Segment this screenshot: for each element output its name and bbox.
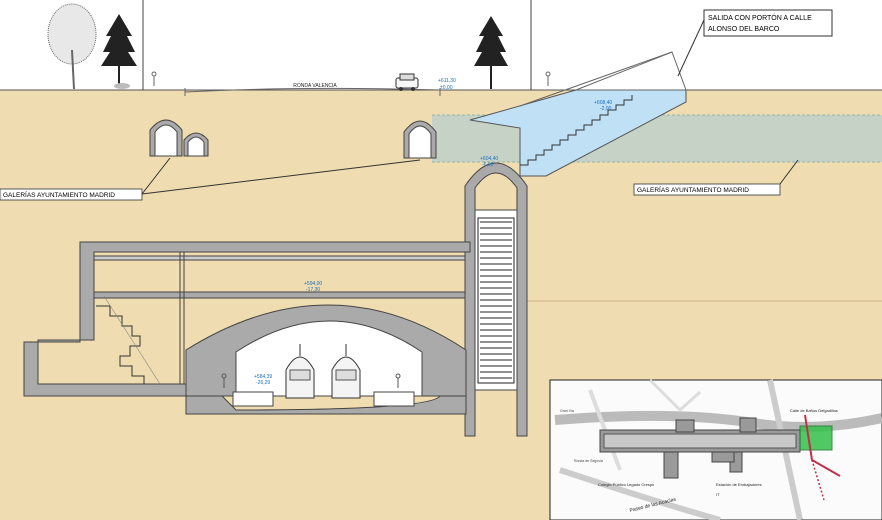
gallery-tunnel-center (403, 120, 437, 159)
map-label-station: Estación de Embajadores (716, 482, 762, 487)
galleries-left-label: GALERÍAS AYUNTAMIENTO MADRID (3, 190, 115, 199)
level-street-abs: +611,30 (438, 78, 456, 84)
map-label-small-2: Ronda de Segovia (574, 459, 603, 463)
vestibule-upper-slab (93, 291, 466, 299)
map-label-top: Calle de Baños Delgadillos (790, 408, 838, 413)
level-platform-abs: +584,39 (254, 374, 272, 380)
station-box-outer (23, 241, 471, 397)
pedestrian-figure-left (151, 71, 157, 86)
shaft-stair-steps (480, 221, 512, 379)
platform-figure-right (395, 373, 401, 388)
vestibule-lower-slab (93, 255, 466, 261)
train-icon-right (331, 344, 361, 399)
level-platform-rel: -26,29 (256, 380, 270, 386)
tree-conifer-right (474, 16, 508, 89)
pedestrian-figure-right (545, 71, 551, 86)
level-exit-rel: -2,90 (600, 106, 612, 112)
station-stair-rail (103, 295, 161, 385)
galleries-left-leader-1 (141, 157, 171, 195)
tree-deciduous-left (47, 3, 97, 90)
galleries-left-leader-2 (141, 159, 421, 195)
train-tunnel-vault (185, 304, 467, 415)
galleries-right-label: GALERÍAS AYUNTAMIENTO MADRID (637, 185, 749, 194)
gallery-tunnel-large-left (149, 119, 183, 157)
platform-figure-left (221, 373, 227, 388)
gallery-tunnel-small-left (183, 132, 209, 157)
street-name-label: RONDA VALENCIA (293, 83, 337, 89)
station-stair-steps (96, 305, 145, 384)
galleries-left-label-box (0, 188, 143, 201)
level-vestibule-abs: +594,00 (304, 281, 322, 287)
level-exit-abs: +608,40 (594, 100, 612, 106)
map-label-code: IT (716, 492, 720, 497)
exit-note-line2: ALONSO DEL BARCO (708, 26, 780, 33)
map-label-small-1: Gran Vía (560, 409, 574, 413)
tree-conifer-left (101, 14, 137, 89)
exit-note-leader (677, 19, 705, 77)
level-street-rel: ±0,00 (440, 85, 453, 91)
inset-location-map (549, 378, 882, 520)
level-gallery-rel: -6,90 (482, 162, 494, 168)
car-icon (395, 73, 419, 91)
map-label-school: Colegio Público Legado Crespo (598, 482, 655, 487)
exit-canopy (575, 51, 687, 91)
galleries-right-leader (779, 159, 799, 185)
level-gallery-abs: +604,40 (480, 156, 498, 162)
exit-canopy-line (519, 51, 673, 107)
exit-stair-steps (520, 95, 633, 166)
galleries-right-label-box (633, 183, 781, 196)
level-vestibule-rel: -17,30 (306, 287, 320, 293)
exit-note-line1: SALIDA CON PORTÓN A CALLE (708, 13, 812, 22)
exit-note-box (703, 9, 833, 37)
train-icon-left (285, 344, 315, 399)
road-surface (184, 87, 441, 93)
